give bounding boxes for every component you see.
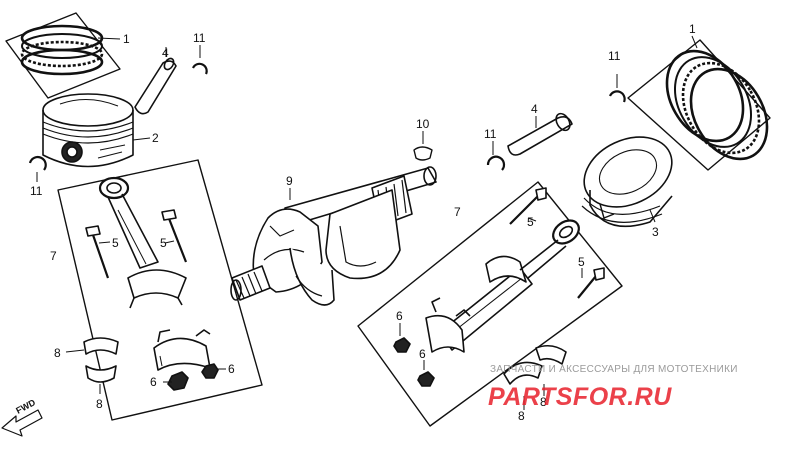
callout-10: 10 xyxy=(416,117,430,131)
callout-1-left: 1 xyxy=(123,32,130,46)
watermark-logo-for: FOR xyxy=(573,383,627,411)
callout-11-right-1: 11 xyxy=(484,127,497,141)
rod-nut-left-2 xyxy=(201,363,219,379)
callout-4-right: 4 xyxy=(531,102,538,116)
watermark: ЗАПЧАСТИ И АКСЕССУАРЫ ДЛЯ МОТОТЕХНИКИ PA… xyxy=(488,364,738,411)
callout-6-left-2: 6 xyxy=(228,362,235,376)
callout-2: 2 xyxy=(152,131,159,145)
callout-6-right-2: 6 xyxy=(419,347,426,361)
callout-5-left-2: 5 xyxy=(160,236,167,250)
pin-clip-right-2 xyxy=(608,74,626,103)
rod-bolt-right-1 xyxy=(509,187,547,225)
callout-6-left-1: 6 xyxy=(150,375,157,389)
rod-cap-left xyxy=(153,329,211,371)
connecting-rod-right-frame xyxy=(357,181,623,427)
pin-clip-top-left xyxy=(192,45,208,75)
rod-bearing-right-lower xyxy=(535,344,567,365)
rod-nut-right-2 xyxy=(417,371,435,387)
callout-11-top-left: 11 xyxy=(193,31,206,45)
connecting-rod-left xyxy=(98,176,187,309)
callout-5-left-1: 5 xyxy=(112,236,119,250)
callout-11-right-2: 11 xyxy=(608,49,621,63)
callout-8-right-1: 8 xyxy=(518,409,525,423)
piston-ring-set-right xyxy=(627,39,771,171)
piston-pin-right xyxy=(507,112,573,156)
callout-3: 3 xyxy=(652,225,659,239)
crankshaft xyxy=(230,166,437,306)
callout-7-left: 7 xyxy=(50,249,57,263)
piston-pin-left xyxy=(134,57,177,115)
watermark-logo-parts: PARTS xyxy=(488,383,573,411)
watermark-caption: ЗАПЧАСТИ И АКСЕССУАРЫ ДЛЯ МОТОТЕХНИКИ xyxy=(490,364,738,375)
pin-clip-right-1 xyxy=(486,141,506,171)
callout-5-right-2: 5 xyxy=(578,255,585,269)
rod-nut-left-1 xyxy=(167,371,189,391)
rod-bolt-left-2 xyxy=(161,209,188,263)
callout-11-bottom-left: 11 xyxy=(30,184,43,198)
piston-ring-set-left xyxy=(5,12,121,99)
rod-bearing-left-upper xyxy=(83,337,119,355)
rod-bearing-right-upper xyxy=(503,361,543,385)
callout-8-left-1: 8 xyxy=(54,346,61,360)
rod-nut-right-1 xyxy=(393,337,411,353)
forward-direction-arrow: FWD xyxy=(1,397,43,437)
rod-bolt-left-1 xyxy=(85,225,110,279)
callout-9: 9 xyxy=(286,174,293,188)
piston-left xyxy=(42,93,134,168)
callout-8-right-2: 8 xyxy=(540,395,547,409)
rod-bearing-left-lower xyxy=(85,365,117,383)
woodruff-key xyxy=(413,146,433,161)
piston-right xyxy=(581,136,673,228)
rod-bolt-right-2 xyxy=(577,267,605,299)
pin-clip-bottom-left xyxy=(28,155,47,182)
watermark-logo-ru: .RU xyxy=(627,383,672,411)
callout-4-left: 4 xyxy=(162,46,169,60)
callout-8-left-2: 8 xyxy=(96,397,103,411)
callout-7-right: 7 xyxy=(454,205,461,219)
callout-5-right-1: 5 xyxy=(527,215,534,229)
watermark-logo: PARTSFOR.RU xyxy=(488,383,672,411)
callout-6-right-1: 6 xyxy=(396,309,403,323)
connecting-rod-right xyxy=(425,219,580,353)
callout-1-right: 1 xyxy=(689,22,696,36)
